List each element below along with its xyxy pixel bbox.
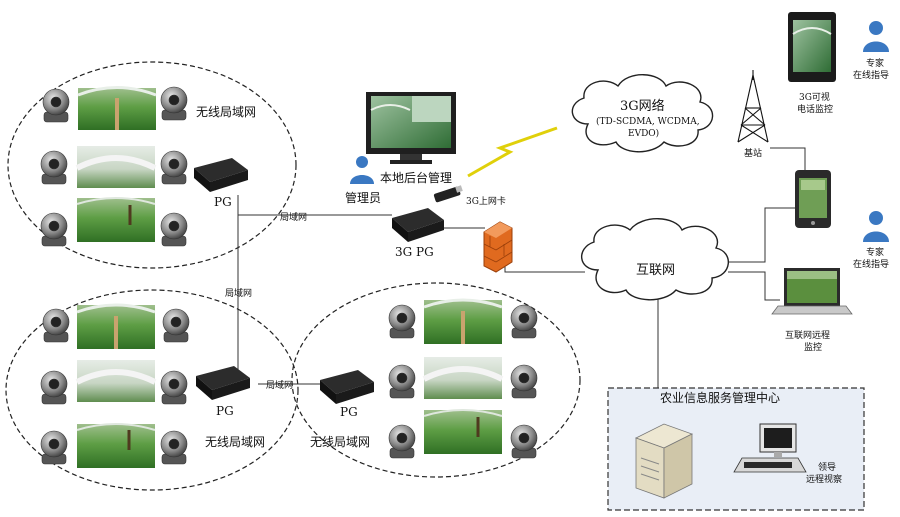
link-firewall-to-internet bbox=[504, 258, 585, 273]
camera-icon bbox=[42, 308, 70, 343]
camera-icon bbox=[160, 86, 188, 121]
pg-router-top bbox=[194, 158, 248, 192]
net-3g-line2: EVDO) bbox=[628, 128, 659, 139]
camera-icon bbox=[162, 308, 190, 343]
monitor-icon bbox=[366, 92, 456, 164]
greenhouse-photo bbox=[422, 357, 504, 399]
leader-label-1: 领导 bbox=[818, 461, 836, 473]
pg-label-top: PG bbox=[214, 195, 232, 209]
camera-icon bbox=[388, 364, 416, 399]
link-internet-to-phone bbox=[725, 207, 795, 263]
camera-icon bbox=[160, 150, 188, 185]
lan-label-bottom: 无线局域网 bbox=[205, 435, 265, 449]
pg-router-bottom bbox=[196, 366, 250, 400]
server-icon bbox=[634, 423, 694, 499]
ip-cameras bbox=[40, 86, 538, 465]
expert-label-mid-1: 专家 bbox=[866, 246, 884, 258]
net-3g-line1: (TD-SCDMA, WCDMA, bbox=[596, 116, 700, 127]
video-phone-icon bbox=[788, 12, 836, 82]
lan-boundary-middle bbox=[291, 282, 581, 478]
camera-icon bbox=[40, 370, 68, 405]
video-phone-label-1: 3G可视 bbox=[799, 91, 830, 103]
pg-router-middle bbox=[320, 370, 374, 404]
camera-icon bbox=[40, 430, 68, 465]
greenhouse-photo bbox=[423, 409, 503, 454]
link-label-lan-bottom: 局域网 bbox=[266, 379, 293, 391]
lan-boundary-bottom bbox=[5, 289, 299, 491]
remote-monitor-label-1: 互联网远程 bbox=[785, 330, 830, 341]
camera-icon bbox=[160, 430, 188, 465]
remote-monitor-label-2: 监控 bbox=[804, 341, 822, 353]
greenhouse-photos bbox=[75, 86, 504, 468]
cloud-3g-network bbox=[571, 74, 714, 153]
lan-boundary-top bbox=[7, 61, 297, 269]
pg-label-middle: PG bbox=[340, 405, 358, 419]
smartphone-icon bbox=[795, 170, 831, 228]
lan-label-middle: 无线局域网 bbox=[310, 435, 370, 449]
admin-label: 管理员 bbox=[345, 190, 381, 205]
center-title: 农业信息服务管理中心 bbox=[660, 390, 780, 405]
camera-icon bbox=[160, 212, 188, 247]
base-station-label: 基站 bbox=[744, 147, 762, 159]
link-internet-to-laptop bbox=[728, 271, 780, 301]
person-icon bbox=[863, 21, 889, 52]
leader-label-2: 远程视察 bbox=[806, 473, 842, 485]
camera-icon bbox=[510, 364, 538, 399]
camera-icon bbox=[40, 212, 68, 247]
greenhouse-photo bbox=[423, 298, 503, 344]
cloud-internet bbox=[581, 218, 729, 301]
desktop-pc-icon bbox=[733, 423, 807, 473]
greenhouse-photo bbox=[75, 146, 157, 188]
person-icon bbox=[863, 211, 889, 242]
net-3g-title: 3G网络 bbox=[620, 98, 665, 114]
person-icon bbox=[350, 156, 374, 184]
internet-label: 互联网 bbox=[636, 263, 675, 278]
lan-label-top: 无线局域网 bbox=[196, 105, 256, 119]
camera-icon bbox=[510, 304, 538, 339]
expert-label-top-2: 在线指导 bbox=[853, 69, 889, 81]
camera-icon bbox=[42, 88, 70, 123]
camera-icon bbox=[510, 424, 538, 459]
camera-icon bbox=[388, 304, 416, 339]
local-mgmt-label: 本地后台管理 bbox=[380, 170, 452, 185]
laptop-icon bbox=[771, 268, 853, 315]
wireless-3g-link-icon bbox=[467, 126, 558, 178]
camera-icon bbox=[160, 370, 188, 405]
firewall-icon bbox=[483, 221, 513, 273]
greenhouse-photo bbox=[75, 360, 157, 402]
expert-label-mid-2: 在线指导 bbox=[853, 258, 889, 270]
camera-icon bbox=[40, 150, 68, 185]
link-label-lan: 局域网 bbox=[280, 211, 307, 223]
camera-icon bbox=[388, 424, 416, 459]
greenhouse-photo bbox=[76, 423, 156, 468]
pg-router-3g bbox=[392, 208, 444, 242]
expert-label-top-1: 专家 bbox=[866, 57, 884, 69]
greenhouse-photo bbox=[76, 303, 156, 349]
card-3g-label: 3G上网卡 bbox=[466, 195, 506, 207]
greenhouse-photo bbox=[76, 197, 156, 242]
video-phone-label-2: 电话监控 bbox=[797, 103, 833, 115]
usb-3g-card-icon bbox=[433, 185, 463, 203]
greenhouse-photo bbox=[77, 86, 157, 130]
link-phone-to-tower bbox=[770, 147, 806, 172]
base-station-tower-icon bbox=[737, 70, 769, 143]
pg-label-bottom: PG bbox=[216, 404, 234, 418]
link-label-lan-vertical: 局域网 bbox=[225, 287, 252, 299]
pg3g-label: 3G PG bbox=[395, 245, 434, 259]
